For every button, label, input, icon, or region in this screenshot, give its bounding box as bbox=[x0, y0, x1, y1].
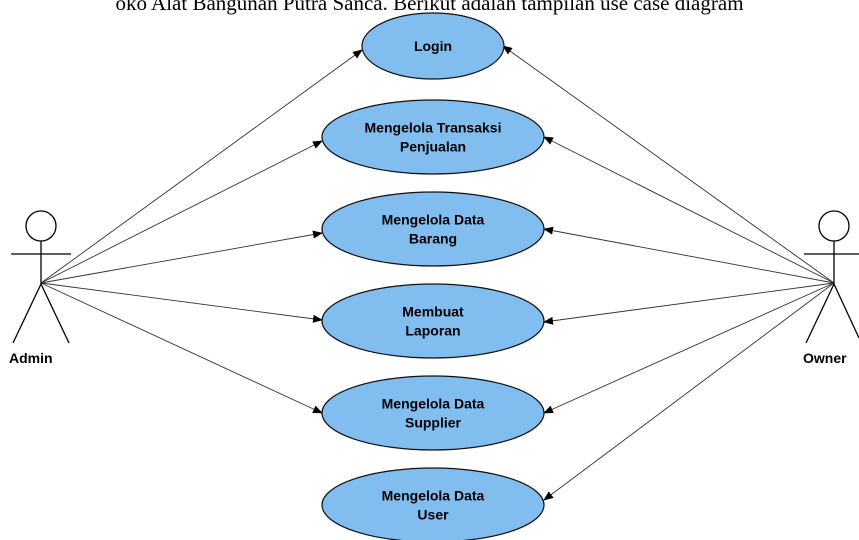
use-case-label: Login bbox=[414, 38, 452, 54]
owner-association-4 bbox=[543, 282, 835, 325]
admin-left-leg bbox=[12, 283, 42, 344]
owner-actor[interactable]: Owner bbox=[803, 210, 859, 366]
owner-head bbox=[818, 210, 850, 242]
use-case-ellipse bbox=[321, 467, 545, 540]
admin-right-leg bbox=[40, 283, 70, 344]
use-case-ellipse bbox=[321, 283, 545, 359]
association-lines bbox=[40, 45, 835, 501]
owner-right-leg bbox=[833, 283, 859, 339]
use-case-ellipse bbox=[361, 12, 505, 80]
owner-association-5 bbox=[543, 282, 835, 414]
admin-actor[interactable]: Admin bbox=[9, 210, 71, 366]
owner-left-leg bbox=[805, 283, 835, 344]
use-case-label: Laporan bbox=[405, 323, 460, 339]
admin-label: Admin bbox=[9, 350, 53, 366]
use-case-label: User bbox=[417, 507, 449, 523]
admin-head bbox=[25, 210, 57, 242]
use-case-label: Mengelola Data bbox=[382, 396, 485, 412]
admin-association-3 bbox=[40, 230, 323, 284]
use-case-ellipse bbox=[321, 191, 545, 267]
use-case-ellipse bbox=[321, 99, 545, 175]
owner-label: Owner bbox=[803, 350, 847, 366]
admin-association-2 bbox=[40, 140, 323, 284]
caption-text: oko Alat Bangunan Putra Sanca. Berikut a… bbox=[115, 0, 744, 15]
use-case-label: Mengelola Data bbox=[382, 488, 485, 504]
use-case-label: Supplier bbox=[405, 415, 462, 431]
use-case-label: Mengelola Transaksi bbox=[365, 120, 502, 136]
owner-association-1 bbox=[502, 45, 835, 284]
use-case-label: Barang bbox=[409, 231, 457, 247]
use-case-label: Mengelola Data bbox=[382, 212, 485, 228]
owner-association-3 bbox=[543, 226, 835, 284]
use-case-label: Membuat bbox=[402, 304, 464, 320]
use-case-1[interactable]: Login bbox=[361, 12, 505, 80]
owner-association-2 bbox=[543, 136, 835, 284]
use-case-ellipse bbox=[321, 375, 545, 451]
admin-association-4 bbox=[40, 282, 323, 323]
admin-association-5 bbox=[40, 282, 323, 414]
owner-association-6 bbox=[543, 282, 835, 501]
admin-association-1 bbox=[40, 49, 363, 284]
use-case-label: Penjualan bbox=[400, 139, 466, 155]
